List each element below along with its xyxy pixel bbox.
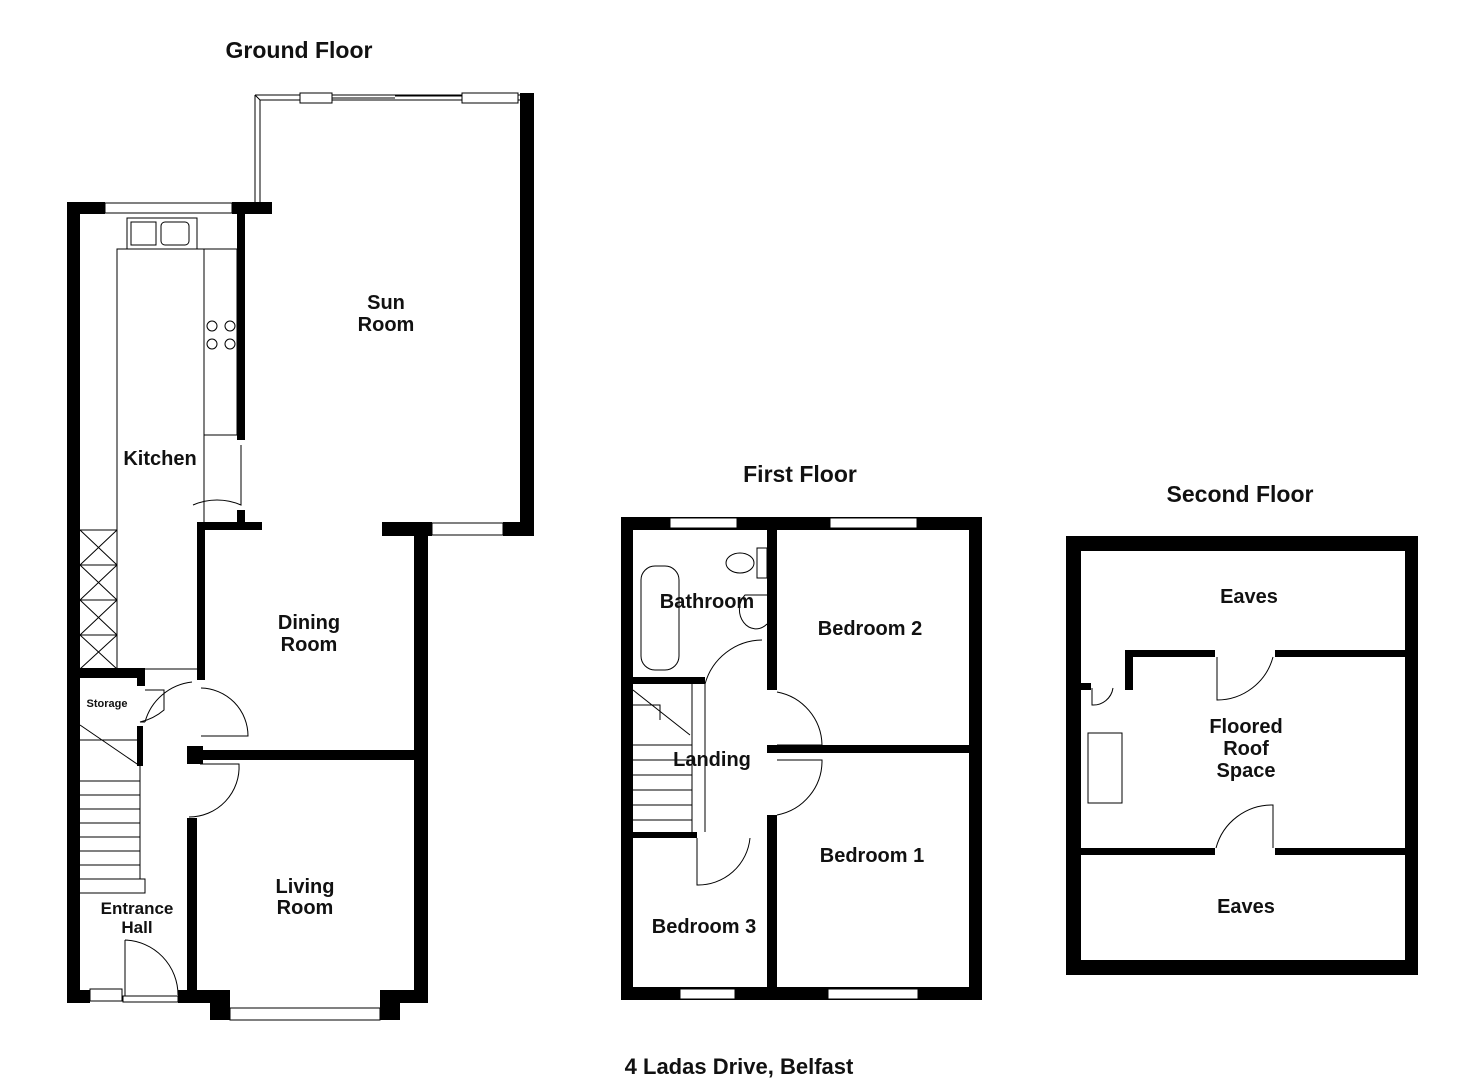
room-label-floored-roof-space: Floored [1209, 716, 1282, 738]
room-label-sun-room: Sun [367, 292, 405, 314]
ground-floor-plan: Ground Floor [67, 37, 534, 1021]
room-label-dining-room: Dining [278, 612, 340, 634]
first-floor-title: First Floor [743, 461, 857, 487]
room-label-entrance-hall-2: Hall [121, 918, 152, 937]
window [104, 202, 233, 214]
room-label-bedroom-1: Bedroom 1 [820, 845, 924, 867]
room-label-entrance-hall: Entrance [101, 899, 174, 918]
room-label-floored-roof-space-3: Space [1217, 760, 1276, 782]
second-floor-plan: Second Floor Eaves Floored Roof Space Ea… [1066, 481, 1418, 975]
room-label-eaves-bottom: Eaves [1217, 896, 1275, 918]
room-label-dining-room-2: Room [281, 634, 338, 656]
room-label-living-room: Living [276, 876, 335, 898]
ground-floor-title: Ground Floor [226, 37, 373, 63]
door-swing [192, 445, 242, 506]
room-label-storage: Storage [87, 698, 128, 710]
bay-window [229, 1007, 381, 1021]
property-address: 4 Ladas Drive, Belfast [625, 1054, 854, 1079]
first-floor-plan: First Floor Bathroom Bedroom 2 Landing B… [621, 461, 982, 1000]
room-label-bedroom-3: Bedroom 3 [652, 916, 756, 938]
room-label-bathroom: Bathroom [660, 591, 754, 613]
room-label-kitchen: Kitchen [123, 448, 196, 470]
room-label-floored-roof-space-2: Roof [1223, 738, 1269, 760]
room-label-sun-room-2: Room [358, 314, 415, 336]
room-label-bedroom-2: Bedroom 2 [818, 618, 922, 640]
second-floor-title: Second Floor [1167, 481, 1314, 507]
room-label-eaves-top: Eaves [1220, 586, 1278, 608]
room-label-landing: Landing [673, 749, 751, 771]
window [431, 522, 504, 536]
room-label-living-room-2: Room [277, 897, 334, 919]
